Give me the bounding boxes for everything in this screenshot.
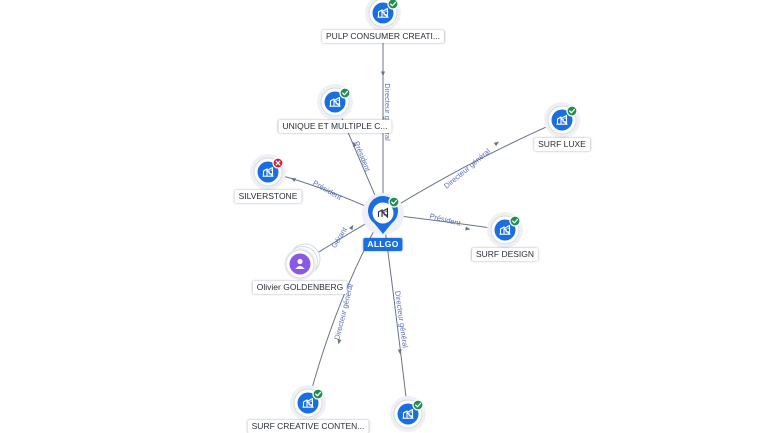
edge-surfluxe: Directeur général: [382, 119, 563, 215]
node-silverstone[interactable]: [250, 154, 286, 190]
arrow-head-icon: [337, 339, 342, 345]
edge-label: Directeur général: [383, 83, 392, 141]
building-icon: [302, 397, 314, 408]
building-icon: [499, 224, 511, 235]
node-label-surfcreative[interactable]: SURF CREATIVE CONTEN...: [247, 420, 369, 433]
node-label-pulp[interactable]: PULP CONSUMER CREATI...: [322, 30, 444, 43]
building-icon: [402, 408, 414, 419]
check-badge-icon: [388, 196, 400, 208]
node-label-surfluxe[interactable]: SURF LUXE: [534, 138, 590, 151]
node-olivier[interactable]: [284, 243, 321, 280]
node-unique[interactable]: [317, 84, 353, 120]
node-center[interactable]: [362, 193, 404, 235]
check-badge-icon: [312, 388, 324, 400]
node-label-unique[interactable]: UNIQUE ET MULTIPLE C...: [278, 120, 392, 133]
node-pulp[interactable]: [365, 0, 401, 31]
edge-label: Président: [429, 211, 463, 228]
edge-line: [307, 213, 384, 404]
check-badge-icon: [339, 87, 351, 99]
check-badge-icon: [412, 399, 424, 411]
arrow-head-icon: [493, 141, 500, 147]
person-icon: [295, 258, 305, 269]
check-badge-icon: [566, 105, 578, 117]
building-icon: [377, 7, 389, 18]
node-bottom[interactable]: [390, 396, 426, 432]
cross-badge-icon: [272, 157, 284, 169]
node-label-center[interactable]: ALLGO: [363, 238, 403, 251]
edge-label: Président: [352, 140, 373, 174]
edge-label: Directeur général: [393, 290, 410, 349]
check-badge-icon: [509, 215, 521, 227]
edge-label: Président: [311, 178, 344, 202]
edge-pulp: Directeur général: [381, 13, 392, 214]
building-icon: [377, 207, 389, 219]
edge-label: Gérant: [329, 225, 349, 250]
arrow-head-icon: [465, 226, 471, 231]
node-surfdesign[interactable]: [487, 212, 523, 248]
node-label-silverstone[interactable]: SILVERSTONE: [234, 190, 302, 203]
arrow-head-icon: [397, 349, 402, 355]
building-icon: [262, 166, 274, 177]
node-surfcreative[interactable]: [290, 385, 326, 421]
node-label-olivier[interactable]: Olivier GOLDENBERG: [252, 281, 348, 294]
edge-label: Directeur général: [442, 146, 492, 190]
node-surfluxe[interactable]: [544, 102, 580, 138]
building-icon: [329, 96, 341, 107]
edge-line: [382, 119, 563, 215]
arrow-head-icon: [353, 141, 357, 148]
building-icon: [556, 114, 568, 125]
arrow-head-icon: [349, 224, 354, 231]
arrow-head-icon: [381, 71, 385, 77]
arrow-head-icon: [290, 177, 297, 182]
check-badge-icon: [387, 0, 399, 10]
node-label-surfdesign[interactable]: SURF DESIGN: [471, 248, 539, 261]
